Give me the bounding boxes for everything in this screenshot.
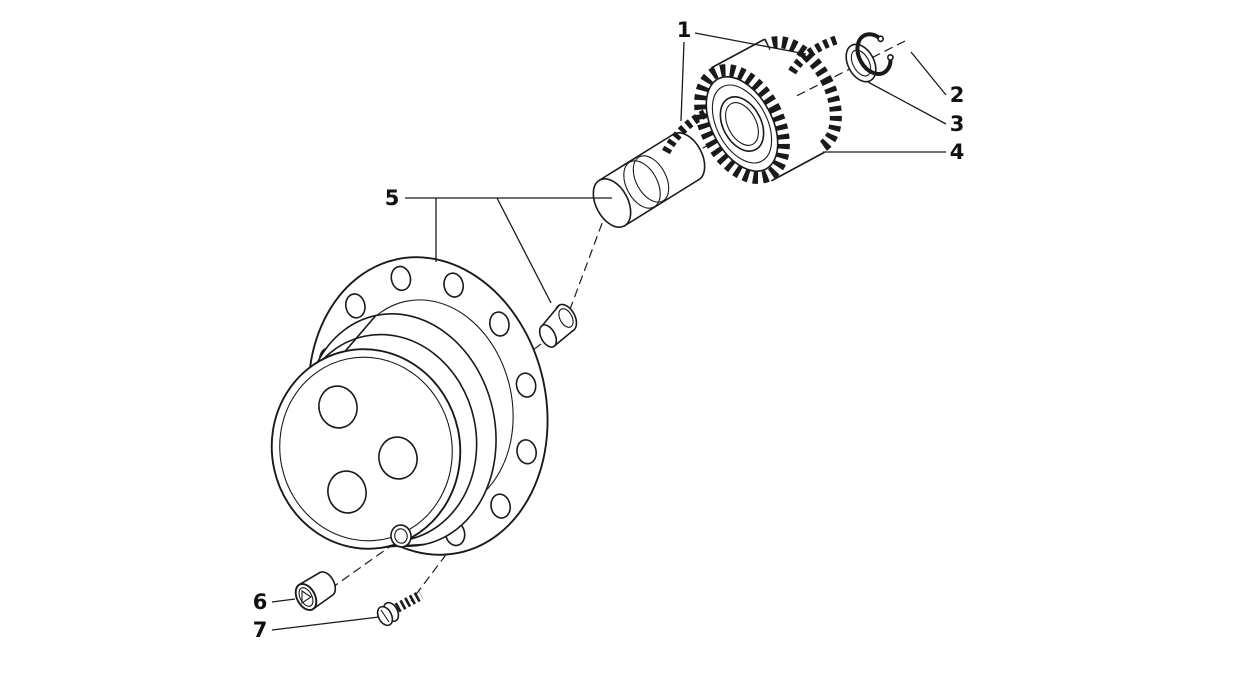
plug-part bbox=[294, 571, 337, 612]
snap-ring-eyelet bbox=[887, 54, 894, 61]
leader-2 bbox=[910, 51, 947, 96]
hub-face-hole bbox=[327, 470, 367, 514]
pilot-plug-silhouette-top bbox=[541, 304, 560, 327]
bolt-hole bbox=[344, 293, 366, 319]
bolt-hole bbox=[390, 265, 412, 292]
gear-part bbox=[694, 36, 842, 184]
shaft-groove-ring bbox=[623, 160, 661, 209]
plug-silhouette-top bbox=[298, 571, 321, 586]
hub-face-hole bbox=[378, 436, 418, 480]
gear-silhouette-bottom bbox=[771, 151, 825, 182]
leader-1-left bbox=[680, 41, 685, 122]
pilot-plug-front-face bbox=[538, 324, 558, 348]
roller-cage-left bbox=[662, 107, 711, 155]
callout-1[interactable]: 1 bbox=[677, 18, 692, 42]
leader-3 bbox=[867, 81, 947, 125]
leader-5-to-plug bbox=[496, 197, 552, 304]
washer-inner bbox=[850, 49, 872, 77]
bolt-hole bbox=[488, 311, 510, 337]
plug-hex-socket bbox=[301, 589, 312, 605]
axis-line-shaft-to-plug bbox=[568, 209, 608, 313]
axis-line-hub-to-screw7 bbox=[410, 399, 453, 602]
callout-3[interactable]: 3 bbox=[950, 112, 965, 136]
shaft-front-face bbox=[592, 178, 632, 228]
gear-bore-inner bbox=[725, 102, 759, 146]
hub-front-face-rim bbox=[279, 356, 453, 542]
shaft-silhouette-top bbox=[599, 133, 675, 181]
bolt-hole bbox=[490, 493, 512, 519]
hub-face-hole bbox=[318, 385, 358, 429]
plug-face-rim bbox=[298, 587, 314, 607]
leader-7 bbox=[271, 616, 380, 631]
leader-6 bbox=[271, 598, 296, 603]
callout-4[interactable]: 4 bbox=[950, 140, 965, 164]
hub-housing-part bbox=[270, 256, 549, 556]
shaft-pin-part bbox=[592, 132, 706, 228]
callout-7[interactable]: 7 bbox=[253, 618, 268, 642]
gear-bore-outer bbox=[719, 96, 765, 152]
callout-6[interactable]: 6 bbox=[253, 590, 268, 614]
screw-part bbox=[376, 590, 424, 627]
callout-2[interactable]: 2 bbox=[950, 83, 965, 107]
hub-front-face bbox=[270, 348, 462, 550]
pilot-plug-cap-face bbox=[558, 308, 574, 328]
callout-labels: 1 2 3 4 5 6 7 bbox=[253, 18, 965, 642]
shaft-groove-ring bbox=[632, 155, 670, 203]
bolt-hole bbox=[515, 372, 537, 398]
leader-1-right bbox=[694, 32, 807, 55]
leader-lines bbox=[271, 32, 947, 631]
callout-5[interactable]: 5 bbox=[385, 186, 400, 210]
plug-body bbox=[299, 572, 333, 610]
roller-cage-right bbox=[788, 35, 838, 75]
bolt-hole bbox=[516, 439, 538, 465]
hub-plug-hole-inner bbox=[394, 528, 408, 544]
snap-ring-eyelet bbox=[877, 35, 884, 43]
snap-ring-body bbox=[855, 32, 893, 76]
screw-head-slot bbox=[380, 609, 390, 623]
shaft-silhouette-bottom bbox=[623, 179, 699, 227]
pilot-plug-silhouette-bottom bbox=[552, 330, 574, 348]
screw-thread bbox=[394, 590, 424, 613]
hub-silhouette-top bbox=[344, 314, 377, 352]
axis-line-hub-to-plug6 bbox=[332, 542, 396, 588]
bolt-hole bbox=[443, 272, 465, 298]
snap-ring-part bbox=[855, 32, 894, 76]
pilot-plug-part bbox=[538, 303, 578, 348]
gear-face-step-ring bbox=[711, 84, 773, 164]
plug-front-face bbox=[294, 582, 318, 612]
roller-cages bbox=[662, 35, 838, 155]
